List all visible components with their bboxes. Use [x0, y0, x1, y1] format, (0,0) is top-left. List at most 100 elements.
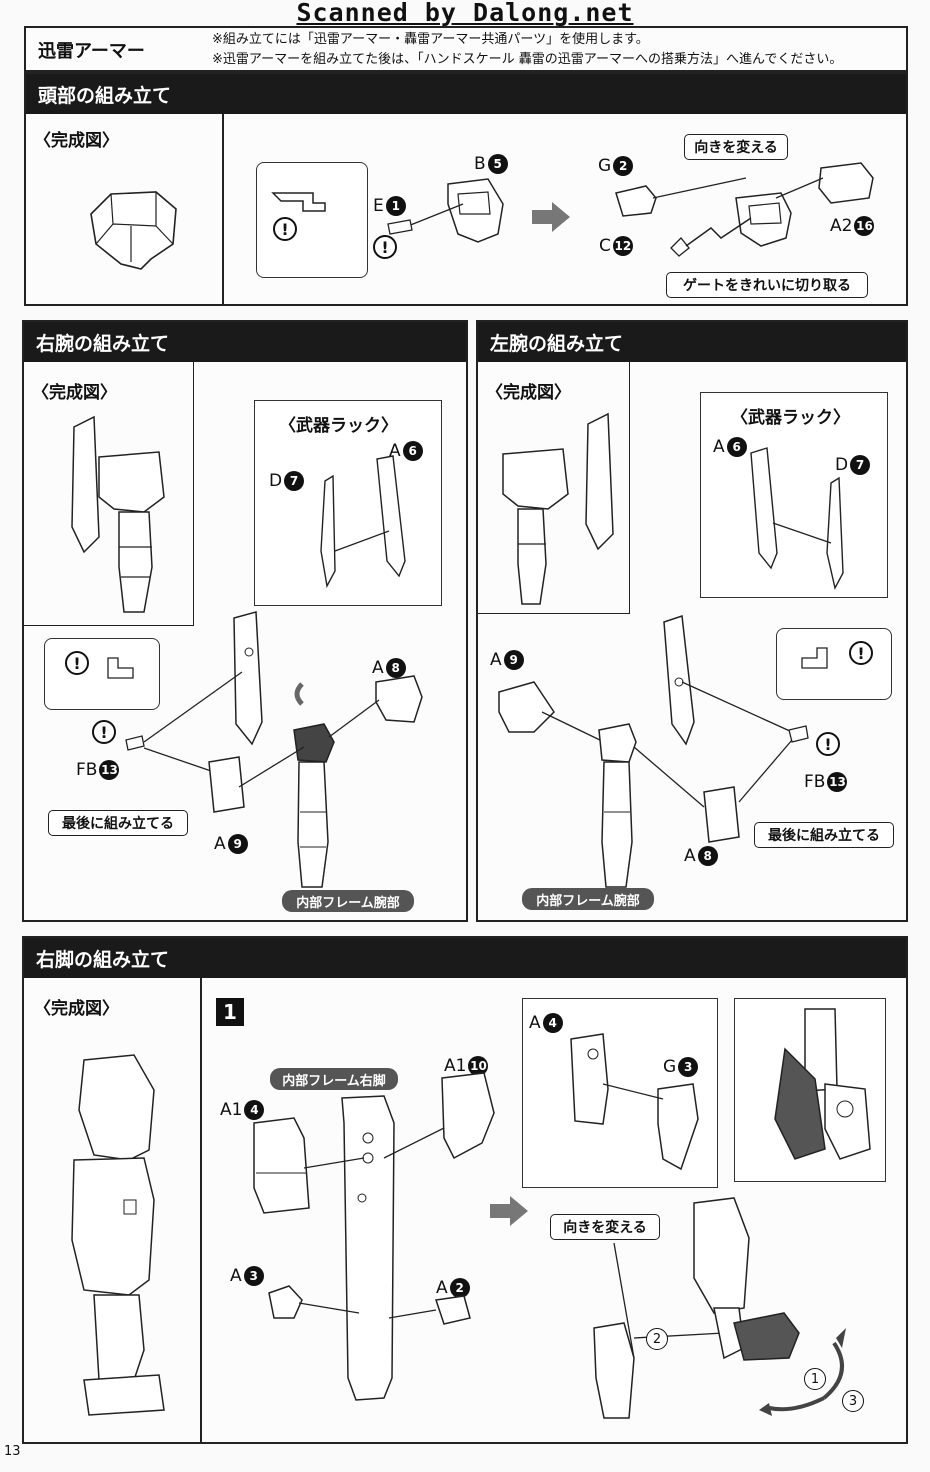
- warning-icon: !: [273, 217, 297, 241]
- warning-icon: !: [816, 732, 840, 756]
- detail-box-a4-g3: A 4 G 3: [522, 998, 718, 1188]
- part-label-a2: A 2: [436, 1278, 470, 1298]
- part-number: 6: [402, 441, 423, 461]
- right-arm-finished-drawing: [71, 415, 165, 613]
- part-number: 2: [613, 156, 634, 176]
- step-marker-1: 1: [804, 1368, 826, 1390]
- weapon-rack-box: 〈武器ラック〉 A 6 D 7: [254, 400, 442, 606]
- part-letter: E: [373, 196, 384, 216]
- part-label-a4: A 4: [529, 1013, 563, 1033]
- section-title-left-arm: 左腕の組み立て: [478, 322, 906, 362]
- page-number: 13: [4, 1444, 21, 1459]
- part-number: 9: [227, 834, 248, 854]
- part-number: 3: [678, 1057, 699, 1077]
- warning-icon: !: [373, 235, 397, 259]
- next-arrow-icon: [490, 1196, 528, 1226]
- part-label-d7: D 7: [269, 471, 305, 491]
- right-leg-step-final-drawing: [593, 1197, 846, 1419]
- head-section: 頭部の組み立て 〈完成図〉 ! ! E 1 B 5 G 2 C 12: [24, 72, 908, 306]
- part-label-a2-16: A2 16: [830, 216, 875, 236]
- part-letter: C: [599, 236, 611, 256]
- left-arm-assembly-drawing: [498, 614, 809, 888]
- part-number: 13: [99, 760, 120, 780]
- next-arrow-icon: [532, 202, 570, 232]
- warning-detail-box: !: [44, 638, 160, 710]
- page-title: 迅雷アーマー: [38, 41, 145, 62]
- part-number: 8: [697, 846, 718, 866]
- part-label-a1-10: A1 10: [444, 1056, 489, 1076]
- part-letter: B: [474, 154, 486, 174]
- part-label-fb13: FB 13: [804, 772, 848, 792]
- part-letter: G: [598, 156, 612, 176]
- section-title-head: 頭部の組み立て: [26, 74, 906, 114]
- weapon-rack-drawing: [750, 447, 844, 590]
- head-finished-drawing: [90, 191, 177, 270]
- part-label-g2: G 2: [598, 156, 634, 176]
- finished-label: 〈完成図〉: [32, 383, 117, 403]
- header-note-2: ※迅雷アーマーを組み立てた後は、「ハンドスケール 轟雷の迅雷アーマーへの搭乗方法…: [212, 52, 843, 67]
- part-a4-g3-drawing: [570, 1033, 699, 1171]
- warning-icon: !: [65, 651, 89, 675]
- watermark: Scanned by Dalong.net: [296, 0, 634, 27]
- warning-detail-box: !: [776, 628, 892, 700]
- part-label-a9: A 9: [214, 834, 248, 854]
- part-letter: D: [269, 471, 283, 491]
- part-number: 5: [487, 154, 508, 174]
- weapon-rack-box: 〈武器ラック〉 A 6 D 7: [700, 392, 888, 598]
- part-label-a8: A 8: [684, 846, 718, 866]
- header-box: 迅雷アーマー ※組み立てには「迅雷アーマー・轟雷アーマー共通パーツ」を使用します…: [24, 26, 908, 72]
- part-number: 4: [244, 1100, 265, 1120]
- arm-frame-label: 内部フレーム腕部: [282, 890, 414, 912]
- left-arm-section: 左腕の組み立て 〈完成図〉 〈武器ラック〉 A 6 D 7 ! ! FB 13: [476, 320, 908, 922]
- part-number: 8: [385, 658, 406, 678]
- part-number: 3: [243, 1266, 264, 1286]
- part-label-e1: E 1: [373, 196, 406, 216]
- right-leg-step1-drawing: [253, 1072, 495, 1401]
- part-label-a1-4: A1 4: [220, 1100, 265, 1120]
- part-number: 10: [468, 1056, 489, 1076]
- part-label-a3: A 3: [230, 1266, 264, 1286]
- step-marker-2: 2: [646, 1328, 668, 1350]
- header-note-1: ※組み立てには「迅雷アーマー・轟雷アーマー共通パーツ」を使用します。: [212, 32, 649, 47]
- arm-frame-label: 内部フレーム腕部: [522, 888, 654, 910]
- part-number: 7: [284, 471, 305, 491]
- part-label-fb13: FB 13: [76, 760, 120, 780]
- part-number: 4: [542, 1013, 563, 1033]
- part-number: 12: [612, 236, 633, 256]
- part-letter: FB: [76, 760, 98, 780]
- head-assembly-drawing: [615, 162, 874, 257]
- head-part-b-drawing: [387, 178, 504, 243]
- part-letter: A: [490, 650, 502, 670]
- weapon-rack-label: 〈武器ラック〉: [731, 408, 850, 428]
- part-letter: A: [713, 437, 725, 457]
- finished-label: 〈完成図〉: [34, 999, 119, 1019]
- part-e-drawing: [271, 192, 326, 212]
- right-arm-assembly-drawing: [125, 611, 423, 888]
- finished-label: 〈完成図〉: [34, 131, 119, 151]
- callout-assemble-last: 最後に組み立てる: [48, 810, 188, 836]
- part-letter: A: [529, 1013, 541, 1033]
- callout-change-direction: 向きを変える: [550, 1214, 660, 1240]
- warning-icon: !: [849, 641, 873, 665]
- part-number: 13: [827, 772, 848, 792]
- right-leg-section: 右脚の組み立て 〈完成図〉 1 内部フレーム右脚 A1 10 A1 4 A 3 …: [22, 936, 908, 1444]
- peg-drawing: [107, 657, 134, 679]
- divider: [200, 978, 202, 1442]
- part-label-d7: D 7: [835, 455, 871, 475]
- part-label-c12: C 12: [599, 236, 633, 256]
- part-letter: G: [663, 1057, 677, 1077]
- warning-icon: !: [92, 720, 116, 744]
- part-label-b5: B 5: [474, 154, 508, 174]
- left-arm-finished-drawing: [502, 412, 614, 605]
- finished-frame: [478, 362, 630, 614]
- finished-label: 〈完成図〉: [486, 383, 571, 403]
- leg-frame-label: 内部フレーム右脚: [270, 1068, 398, 1090]
- part-letter: A1: [444, 1056, 467, 1076]
- part-label-g3: G 3: [663, 1057, 699, 1077]
- part-letter: A: [436, 1278, 448, 1298]
- part-number: 2: [449, 1278, 470, 1298]
- part-label-a6: A 6: [389, 441, 423, 461]
- detail-box-e: ! !: [256, 162, 397, 278]
- weapon-rack-drawing: [320, 455, 406, 589]
- part-letter: A1: [220, 1100, 243, 1120]
